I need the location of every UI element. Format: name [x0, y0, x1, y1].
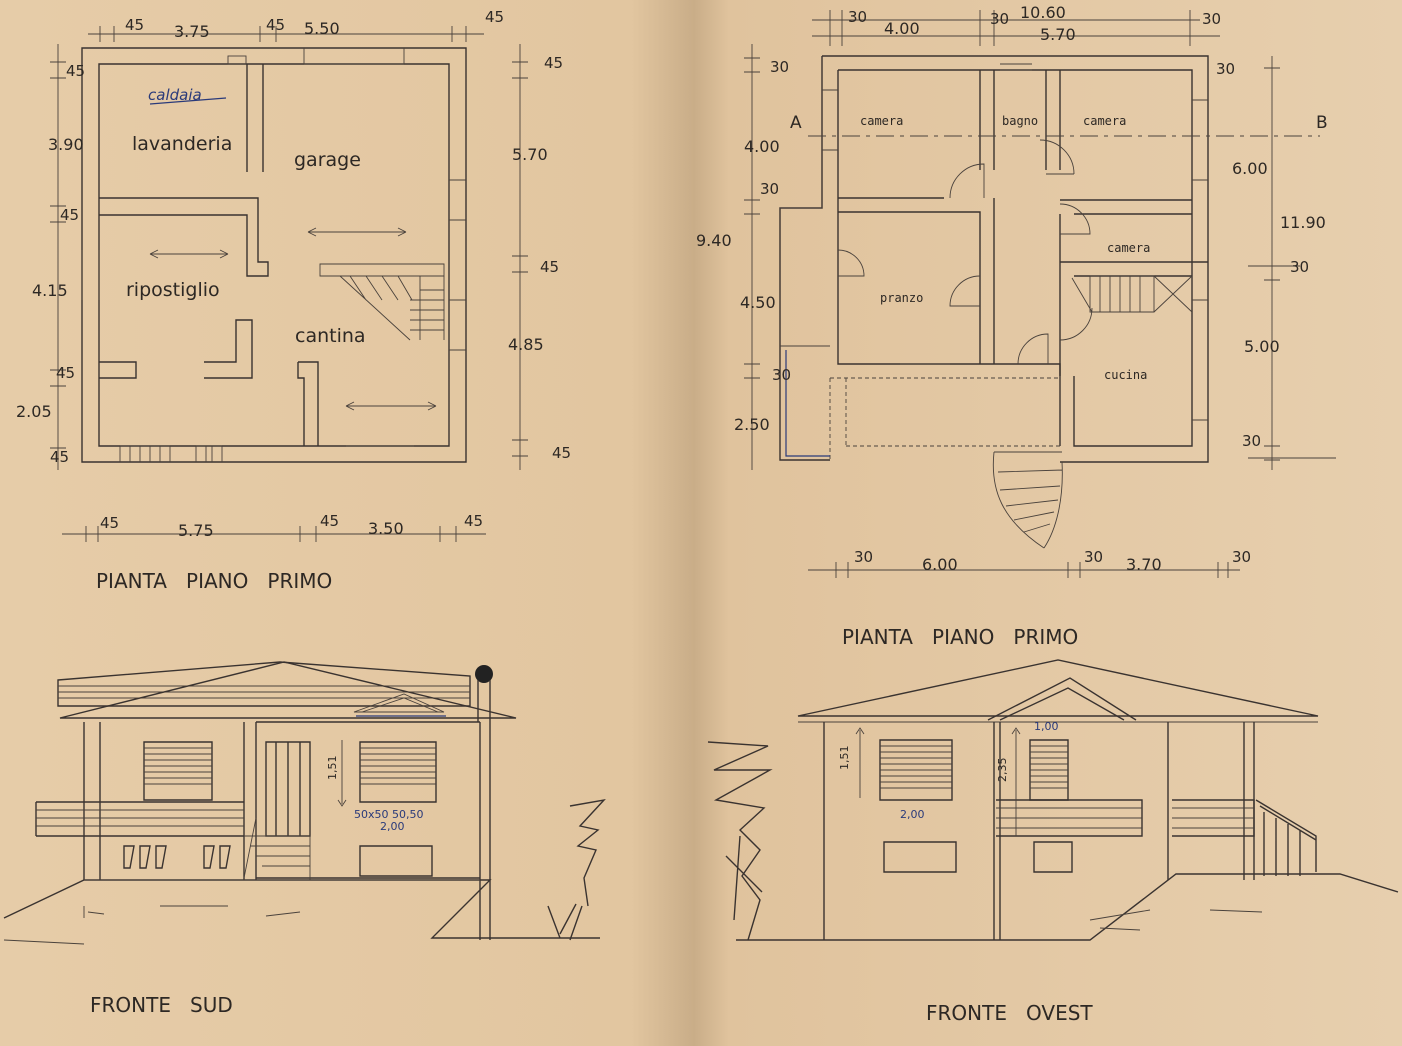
left-dim-left-2: 3.90	[48, 135, 84, 154]
left-dim-bottom-5: 45	[464, 512, 483, 530]
section-label-b: B	[1316, 113, 1328, 133]
left-dim-left-3: 45	[60, 206, 79, 224]
left-plan-title: PIANTA PIANO PRIMO	[96, 569, 332, 593]
west-height-note: 1,51	[838, 746, 851, 771]
right-dim-bottom-5: 30	[1232, 548, 1251, 566]
left-dim-right-3: 45	[540, 258, 559, 276]
right-dim-top-1: 30	[848, 8, 867, 26]
right-dim-right-3: 11.90	[1280, 213, 1326, 232]
room-camera-1: camera	[860, 114, 903, 128]
right-dim-bottom-2: 6.00	[922, 555, 958, 574]
right-dim-left-7: 2.50	[734, 415, 770, 434]
left-dim-right-5: 45	[552, 444, 571, 462]
left-dim-bottom-1: 45	[100, 514, 119, 532]
right-dim-top-6: 30	[1202, 10, 1221, 28]
elevation-west: 1,51 2,35 2,00 1,00 FRONTE OVEST	[707, 659, 1399, 1025]
room-ripostiglio: ripostiglio	[126, 279, 220, 301]
west-top-note: 1,00	[1034, 720, 1059, 733]
left-dim-right-4: 4.85	[508, 335, 544, 354]
west-width-note: 2,00	[900, 808, 925, 821]
left-dim-bottom-4: 3.50	[368, 519, 404, 538]
right-dim-right-6: 30	[1242, 432, 1261, 450]
room-camera-2: camera	[1083, 114, 1126, 128]
room-bagno: bagno	[1002, 114, 1038, 128]
room-cucina: cucina	[1104, 368, 1147, 382]
right-plan-title: PIANTA PIANO PRIMO	[842, 625, 1078, 649]
left-dim-left-1: 45	[66, 62, 85, 80]
right-dim-left-2: 4.00	[744, 137, 780, 156]
left-dim-top-2: 3.75	[174, 22, 210, 41]
left-dim-left-6: 2.05	[16, 402, 52, 421]
west-height-note-2: 2,35	[996, 758, 1009, 783]
left-dim-left-7: 45	[50, 448, 69, 466]
right-dim-left-5: 4.50	[740, 293, 776, 312]
right-dim-bottom-3: 30	[1084, 548, 1103, 566]
right-dim-right-5: 5.00	[1244, 337, 1280, 356]
south-elevation-title: FRONTE SUD	[90, 993, 233, 1017]
right-dim-top-4: 10.60	[1020, 3, 1066, 22]
right-dim-left-1: 30	[770, 58, 789, 76]
left-dim-bottom-3: 45	[320, 512, 339, 530]
room-camera-3: camera	[1107, 241, 1150, 255]
room-lavanderia: lavanderia	[132, 133, 232, 155]
elevation-south: 1,51 50x50 50,50 2,00 FRONTE SUD	[3, 661, 606, 1017]
room-caldaia: caldaia	[148, 86, 202, 104]
south-width-note: 2,00	[380, 820, 405, 833]
right-dim-right-4: 30	[1290, 258, 1309, 276]
right-dim-top-5: 5.70	[1040, 25, 1076, 44]
right-dim-left-4: 9.40	[696, 231, 732, 250]
right-dim-right-1: 30	[1216, 60, 1235, 78]
left-dim-top-4: 5.50	[304, 19, 340, 38]
section-label-a: A	[790, 113, 802, 133]
right-dim-top-2: 4.00	[884, 19, 920, 38]
room-pranzo: pranzo	[880, 291, 923, 305]
left-dim-top-5: 45	[485, 8, 504, 26]
right-dim-bottom-1: 30	[854, 548, 873, 566]
left-dim-right-1: 45	[544, 54, 563, 72]
right-dim-right-2: 6.00	[1232, 159, 1268, 178]
west-elevation-title: FRONTE OVEST	[926, 1001, 1093, 1025]
right-dim-bottom-4: 3.70	[1126, 555, 1162, 574]
right-dim-top-3: 30	[990, 10, 1009, 28]
left-dim-left-5: 45	[56, 364, 75, 382]
south-small-note: 50x50 50,50	[354, 808, 424, 821]
left-dim-bottom-2: 5.75	[178, 521, 214, 540]
left-dim-left-4: 4.15	[32, 281, 68, 300]
room-cantina: cantina	[295, 325, 366, 347]
left-dim-top-3: 45	[266, 16, 285, 34]
left-dim-right-2: 5.70	[512, 145, 548, 164]
right-dim-left-3: 30	[760, 180, 779, 198]
left-dim-top-1: 45	[125, 16, 144, 34]
right-dim-left-6: 30	[772, 366, 791, 384]
right-floor-plan: 30 4.00 30 10.60 5.70 30 30 4.00 30 9.40…	[696, 3, 1336, 649]
room-garage: garage	[294, 149, 361, 171]
south-height-note: 1,51	[326, 756, 339, 781]
left-floor-plan: 45 3.75 45 5.50 45 45 3.90 45 4.15 45 2.…	[16, 8, 571, 593]
